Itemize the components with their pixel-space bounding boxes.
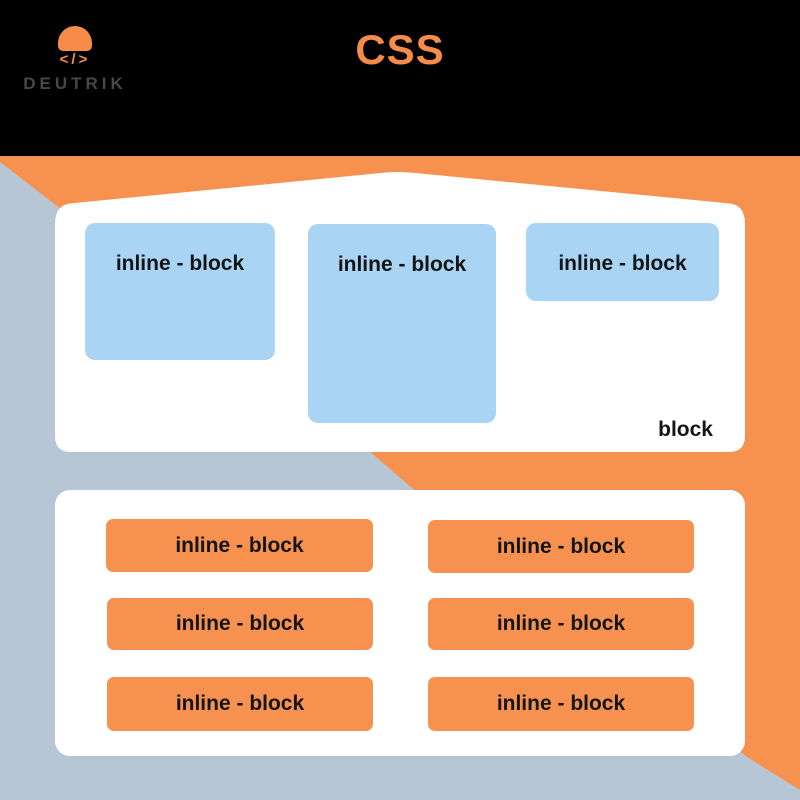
- inline-block-chip: inline - block: [428, 520, 694, 573]
- code-brackets-icon: </>: [59, 51, 91, 68]
- inline-block-chip: inline - block: [106, 519, 373, 572]
- brand-name: DEUTRIK: [23, 74, 127, 93]
- block-label: block: [658, 418, 713, 441]
- inline-block-chip: inline - block: [107, 598, 373, 650]
- inline-block-chip: inline - block: [428, 598, 694, 650]
- page-title: CSS: [355, 26, 445, 73]
- inline-block-box: inline - block: [85, 223, 275, 360]
- logo: </> DEUTRIK: [18, 26, 132, 92]
- inline-block-chip: inline - block: [428, 677, 694, 731]
- inline-block-chip: inline - block: [107, 677, 373, 731]
- logo-jellyfish-icon: [58, 26, 92, 51]
- header-background: [0, 0, 800, 156]
- inline-block-box: inline - block: [526, 223, 719, 301]
- inline-block-box: inline - block: [308, 224, 496, 423]
